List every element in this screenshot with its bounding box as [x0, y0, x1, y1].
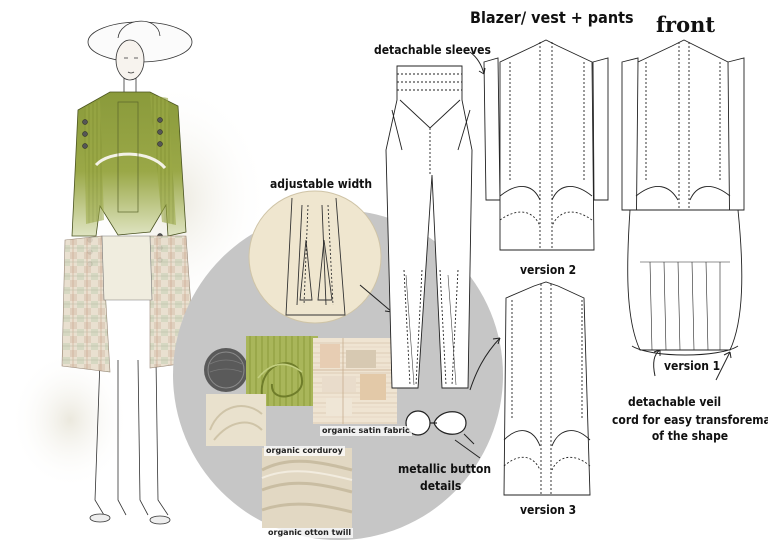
version-3-label: version 3: [520, 503, 577, 517]
front-heading: front: [656, 12, 716, 37]
metallic-button-label-line2: details: [420, 479, 462, 493]
detachable-sleeves-label: detachable sleeves: [374, 43, 491, 57]
metallic-button-label-line1: metallic button: [398, 462, 492, 476]
version-2-flat: [483, 39, 609, 251]
title-heading: Blazer/ vest + pants: [470, 8, 634, 27]
zoom-arrow: [359, 284, 393, 313]
corduroy-caption: organic corduroy: [264, 446, 345, 456]
figure-veil: [61, 235, 111, 373]
version-3-flat: [503, 281, 591, 496]
adjustable-width-label: adjustable width: [270, 177, 373, 191]
fashion-figure: [87, 20, 193, 525]
metal-button-icon: [204, 348, 248, 392]
head: [115, 39, 145, 81]
zoom-circle: [248, 190, 382, 324]
version-2-label: version 2: [520, 263, 577, 277]
version-1-label: version 1: [664, 359, 721, 373]
version-1-flat: [621, 39, 745, 356]
cord-loop-icon: [433, 411, 467, 435]
pants-flat: [385, 65, 473, 389]
detachable-veil-label: detachable veil: [628, 395, 722, 409]
satin-caption: organic satin fabric: [320, 426, 412, 436]
zoom-detail: [285, 197, 346, 316]
cord-label-line2: of the shape: [651, 429, 729, 443]
pointer-arrows: [454, 51, 732, 459]
twill-caption: organic otton twill: [266, 528, 354, 538]
cord-label-line1: cord for easy transforemation: [612, 413, 768, 427]
